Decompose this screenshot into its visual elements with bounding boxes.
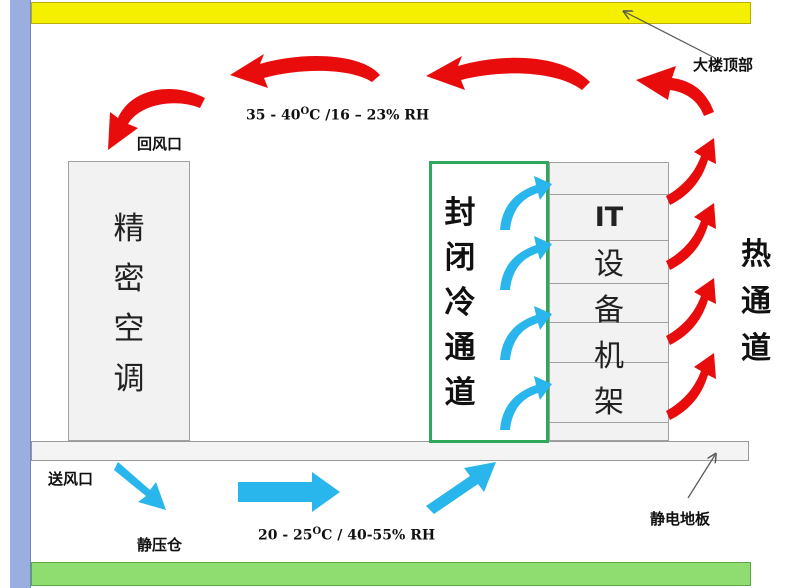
ground-slab [31, 562, 751, 586]
rack-label-char: 架 [594, 385, 624, 420]
raised-floor-label: 静电地板 [650, 510, 711, 528]
rack-divider [549, 283, 669, 284]
hot-air-arrow [230, 54, 380, 88]
rack-divider [549, 322, 669, 323]
crac-label: 精 密 空 调 [68, 214, 190, 414]
cold-aisle-label: 封 闭 冷 通 道 [432, 198, 488, 423]
supply-vent-label: 送风口 [48, 470, 94, 488]
building-roof [31, 2, 751, 24]
precision-ac-unit [68, 161, 190, 441]
cold-aisle-char: 通 [444, 330, 476, 366]
crac-label-char: 调 [113, 361, 145, 397]
raised-floor [31, 441, 749, 461]
hot-aisle-char: 通 [741, 284, 771, 319]
rack-divider [549, 422, 669, 423]
cold-aisle-char: 封 [444, 195, 476, 231]
hot-air-arrow [666, 353, 716, 420]
hot-air-arrow [666, 203, 716, 270]
roof-leader-line [625, 12, 716, 59]
floor-leader-line [687, 455, 715, 499]
hot-air-humidity: C /16 – 23% RH [309, 107, 430, 124]
rack-label-it: IT [594, 202, 624, 233]
cold-aisle-char: 道 [444, 375, 476, 411]
cold-air-arrow [238, 472, 340, 512]
roof-label: 大楼顶部 [693, 56, 754, 74]
hot-air-arrow [636, 66, 714, 116]
return-vent-label: 回风口 [137, 135, 183, 153]
cold-air-arrow [500, 176, 552, 230]
hot-air-arrow [666, 138, 716, 205]
cold-air-arrow [500, 306, 552, 360]
rack-divider [549, 362, 669, 363]
cold-air-arrow [500, 236, 552, 290]
hot-air-arrow [666, 278, 716, 345]
cold-aisle-enclosure [429, 161, 549, 443]
plenum-label: 静压仓 [137, 536, 183, 554]
hot-aisle-label: 热 通 道 [726, 240, 786, 381]
degree-sup: O [312, 526, 322, 537]
left-wall [10, 0, 31, 588]
cold-aisle-char: 冷 [444, 285, 476, 321]
rack-label-char: 设 [594, 247, 624, 282]
cold-air-arrow [500, 376, 552, 430]
it-rack [549, 162, 669, 441]
crac-label-char: 空 [113, 311, 145, 347]
cold-aisle-char: 闭 [444, 240, 476, 276]
crac-label-char: 密 [113, 261, 145, 297]
crac-label-char: 精 [113, 211, 145, 247]
cold-air-temp-label: 20 - 25OC / 40-55% RH [258, 526, 435, 544]
cold-air-temp: 20 - 25 [258, 527, 313, 544]
rack-divider [549, 194, 669, 195]
cold-air-arrow [426, 462, 496, 514]
cold-air-arrow [114, 462, 166, 510]
hot-air-arrow [108, 88, 205, 150]
rack-label-char: 备 [594, 293, 624, 328]
hot-aisle-char: 道 [741, 331, 771, 366]
rack-label: IT 设 备 机 架 [549, 204, 669, 434]
rack-divider [549, 240, 669, 241]
hot-air-temp-label: 35 - 40OC /16 – 23% RH [246, 106, 429, 124]
hot-air-temp: 35 - 40 [246, 107, 301, 124]
degree-sup: O [300, 106, 310, 117]
hot-aisle-char: 热 [741, 237, 771, 272]
hot-air-arrow [426, 56, 590, 90]
cold-air-humidity: C / 40-55% RH [321, 527, 436, 544]
rack-label-char: 机 [594, 339, 624, 374]
